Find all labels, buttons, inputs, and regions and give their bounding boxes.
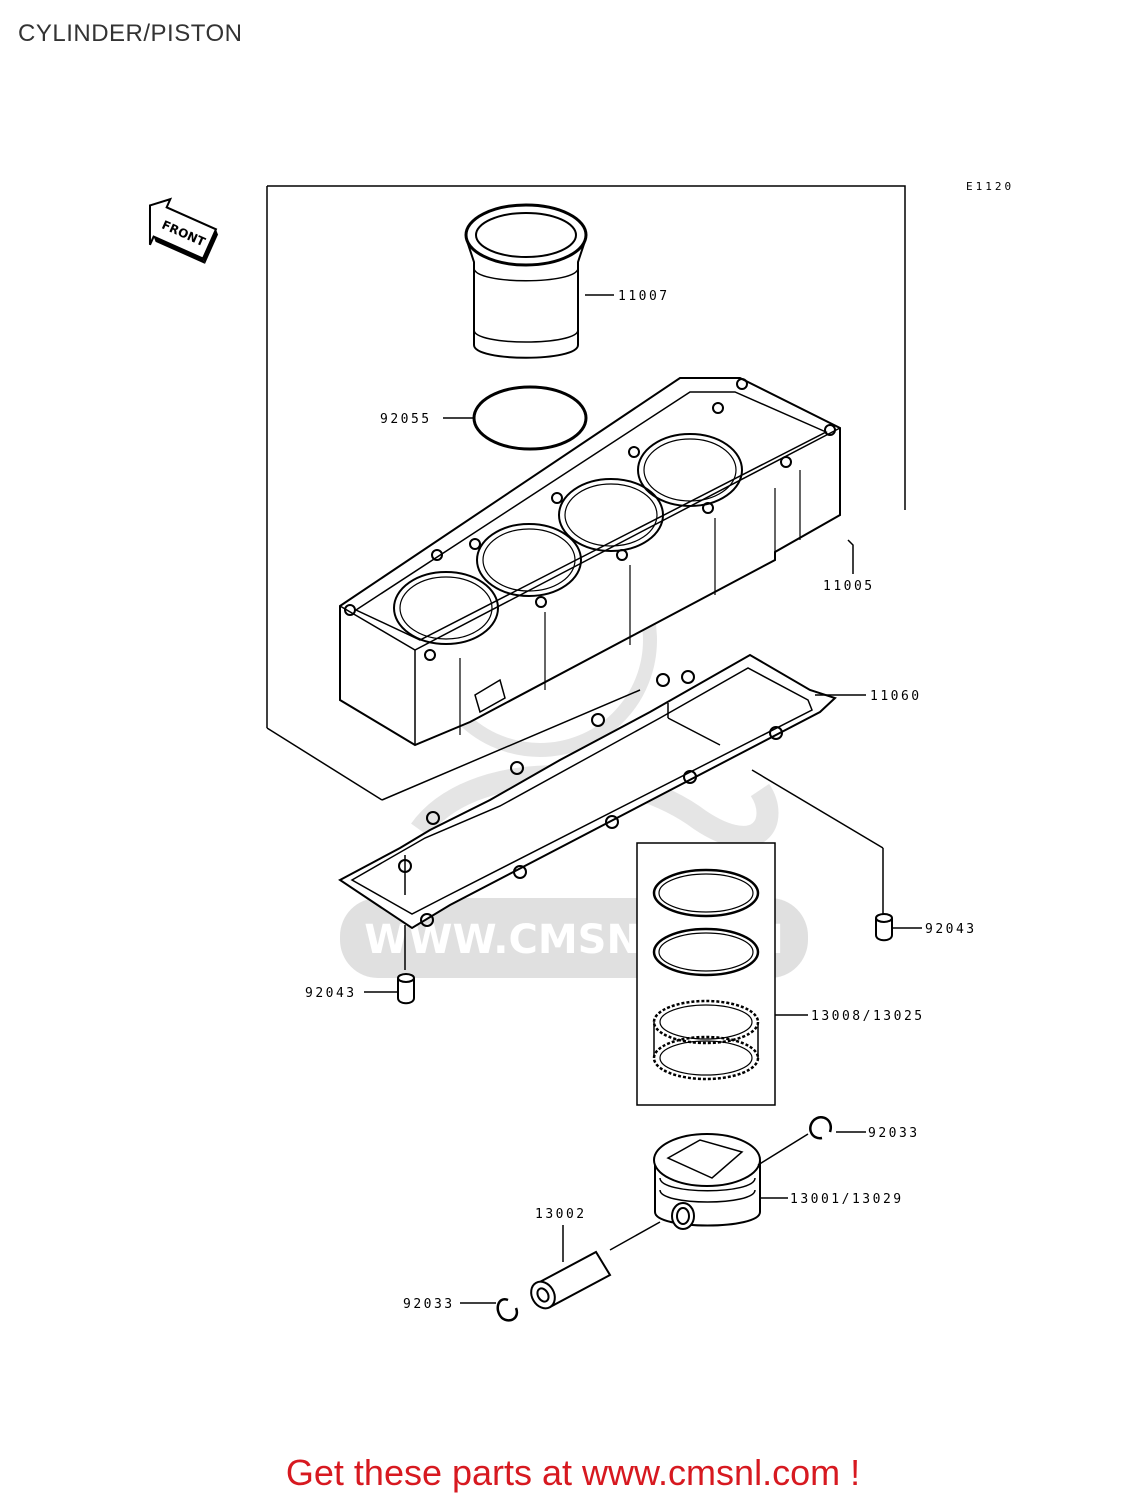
- piston: [653, 1133, 761, 1230]
- part-label-13001: 13001/13029: [790, 1192, 904, 1207]
- footer-link[interactable]: Get these parts at www.cmsnl.com !: [285, 1452, 861, 1493]
- piston-rings: [652, 868, 760, 1081]
- front-arrow-icon: FRONT: [148, 197, 219, 264]
- base-gasket: [338, 653, 837, 930]
- part-label-92033-right: 92033: [868, 1126, 920, 1141]
- piston-pin: [530, 1250, 612, 1310]
- leader-lines: [404, 703, 884, 970]
- part-label-13008: 13008/13025: [811, 1009, 925, 1024]
- part-label-92033-left: 92033: [403, 1297, 455, 1312]
- part-label-11005: 11005: [823, 579, 875, 594]
- dowel-pin-right: [875, 913, 893, 942]
- o-ring: [472, 385, 588, 451]
- circlip-left: [496, 1298, 519, 1322]
- part-label-13002: 13002: [535, 1207, 587, 1222]
- assembly-frame: [266, 185, 906, 801]
- diagram-code: E1120: [966, 180, 1014, 193]
- part-label-11007: 11007: [618, 289, 670, 304]
- circlip-right: [809, 1115, 833, 1140]
- page-title: CYLINDER/PISTON: [18, 20, 243, 47]
- dowel-pin-left: [397, 973, 415, 1005]
- cylinder-block: [339, 377, 841, 747]
- part-label-92043-left: 92043: [305, 986, 357, 1001]
- cylinder-sleeve: [464, 203, 588, 359]
- part-label-92055: 92055: [380, 412, 432, 427]
- part-label-92043-right: 92043: [925, 922, 977, 937]
- part-label-11060: 11060: [870, 689, 922, 704]
